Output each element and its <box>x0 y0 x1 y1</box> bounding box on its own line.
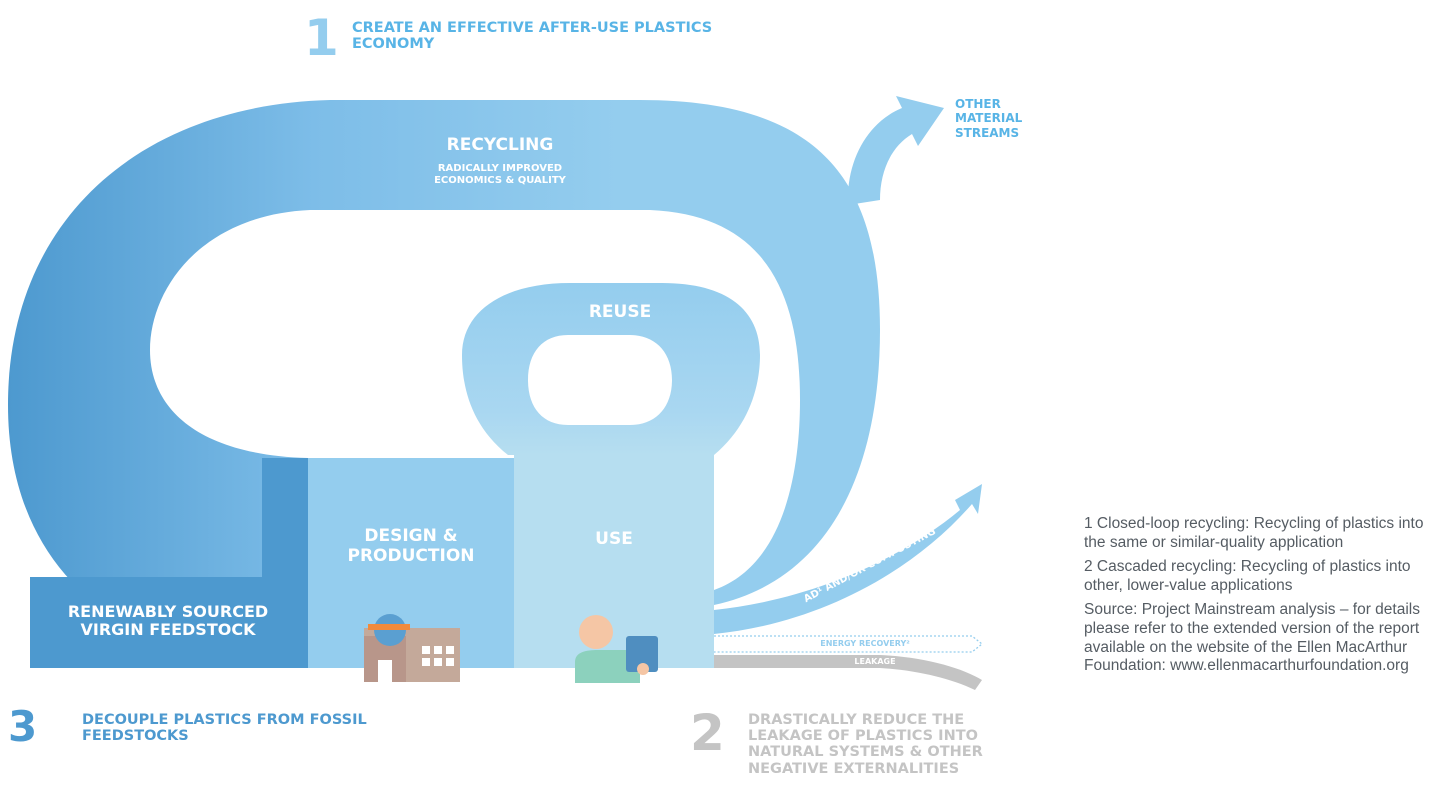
recycling-label: RECYCLING <box>446 135 554 155</box>
recycling-loop <box>8 100 880 668</box>
use-block <box>514 455 714 668</box>
recycling-subtitle: RADICALLY IMPROVED ECONOMICS & QUALITY <box>434 163 566 186</box>
source-note: Source: Project Mainstream analysis – fo… <box>1084 601 1420 675</box>
reuse-loop <box>462 283 760 455</box>
reuse-label: REUSE <box>588 302 652 322</box>
other-streams-branch <box>847 96 944 205</box>
design-label: DESIGN & PRODUCTION <box>347 526 475 566</box>
leakage-label: LEAKAGE <box>854 657 896 666</box>
feedstock-block <box>30 550 308 668</box>
other-streams-label: OTHER MATERIAL STREAMS <box>955 97 1023 140</box>
objective-1-number: 1 <box>304 9 339 67</box>
objective-3-number: 3 <box>8 702 38 751</box>
composting-arrow <box>714 484 982 634</box>
feedstock-column <box>262 458 308 668</box>
footnotes: 1 Closed-loop recycling: Recycling of pl… <box>1084 515 1429 796</box>
footnote-1: 1 Closed-loop recycling: Recycling of pl… <box>1084 515 1424 551</box>
objective-1-text: CREATE AN EFFECTIVE AFTER-USE PLASTICS E… <box>352 20 713 53</box>
objective-2-text: DRASTICALLY REDUCE THE LEAKAGE OF PLASTI… <box>748 712 983 777</box>
use-label: USE <box>595 529 633 549</box>
leakage-band <box>714 655 982 690</box>
feedstock-label: RENEWABLY SOURCED VIRGIN FEEDSTOCK <box>67 602 269 640</box>
factory-icon <box>364 614 460 682</box>
energy-recovery-label: ENERGY RECOVERY² <box>820 639 910 648</box>
energy-recovery-arrow <box>714 635 984 653</box>
objective-2-number: 2 <box>690 704 725 762</box>
objective-3-text: DECOUPLE PLASTICS FROM FOSSIL FEEDSTOCKS <box>82 712 367 745</box>
footnote-2: 2 Cascaded recycling: Recycling of plast… <box>1084 558 1411 594</box>
person-with-device-icon <box>575 615 658 683</box>
